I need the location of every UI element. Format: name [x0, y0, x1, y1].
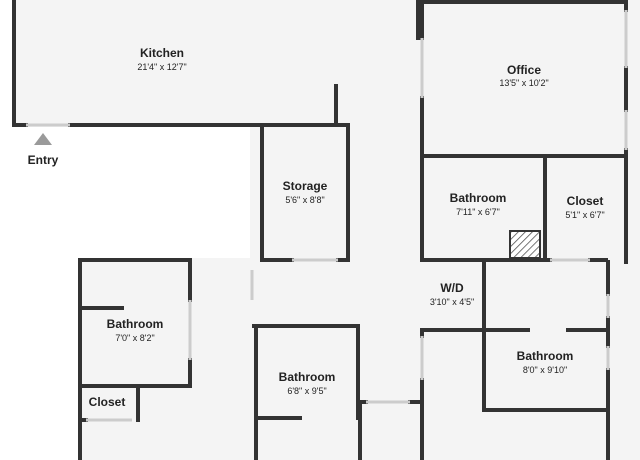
room-name: Bathroom — [450, 191, 507, 205]
room-name: Closet — [89, 395, 126, 409]
room-name: W/D — [440, 281, 464, 295]
room-dimensions: 7'0" x 8'2" — [115, 333, 154, 343]
room-name: Bathroom — [517, 349, 574, 363]
room-closet-2[interactable]: Closet — [89, 395, 126, 409]
windows — [26, 10, 628, 422]
utility-hatch-box — [509, 230, 541, 259]
room-name: Kitchen — [140, 46, 184, 60]
room-bathroom-4[interactable]: Bathroom 6'8" x 9'5" — [279, 370, 336, 396]
floor-area — [12, 0, 640, 460]
room-dimensions: 8'0" x 9'10" — [523, 365, 567, 375]
room-dimensions: 3'10" x 4'5" — [430, 297, 474, 307]
room-dimensions: 7'11" x 6'7" — [456, 207, 500, 217]
room-name: Bathroom — [107, 317, 164, 331]
room-name: Office — [507, 63, 541, 77]
room-dimensions: 21'4" x 12'7" — [137, 62, 186, 72]
room-bathroom-2[interactable]: Bathroom 7'0" x 8'2" — [107, 317, 164, 343]
room-storage[interactable]: Storage 5'6" x 8'8" — [283, 179, 328, 205]
entry-arrow-icon[interactable] — [34, 133, 52, 145]
room-name: Closet — [567, 194, 604, 208]
room-closet-1[interactable]: Closet 5'1" x 6'7" — [565, 194, 604, 220]
room-kitchen[interactable]: Kitchen 21'4" x 12'7" — [137, 46, 186, 72]
room-office[interactable]: Office 13'5" x 10'2" — [499, 63, 548, 88]
room-dimensions: 13'5" x 10'2" — [499, 78, 548, 88]
room-name: Bathroom — [279, 370, 336, 384]
room-name: Storage — [283, 179, 328, 193]
room-dimensions: 5'1" x 6'7" — [565, 210, 604, 220]
room-dimensions: 6'8" x 9'5" — [287, 386, 326, 396]
room-bathroom-3[interactable]: Bathroom 8'0" x 9'10" — [517, 349, 574, 375]
room-wd[interactable]: W/D 3'10" x 4'5" — [430, 281, 474, 307]
entry-label: Entry — [28, 153, 59, 167]
room-dimensions: 5'6" x 8'8" — [285, 195, 324, 205]
walls — [12, 0, 628, 460]
room-bathroom-1[interactable]: Bathroom 7'11" x 6'7" — [450, 191, 507, 217]
